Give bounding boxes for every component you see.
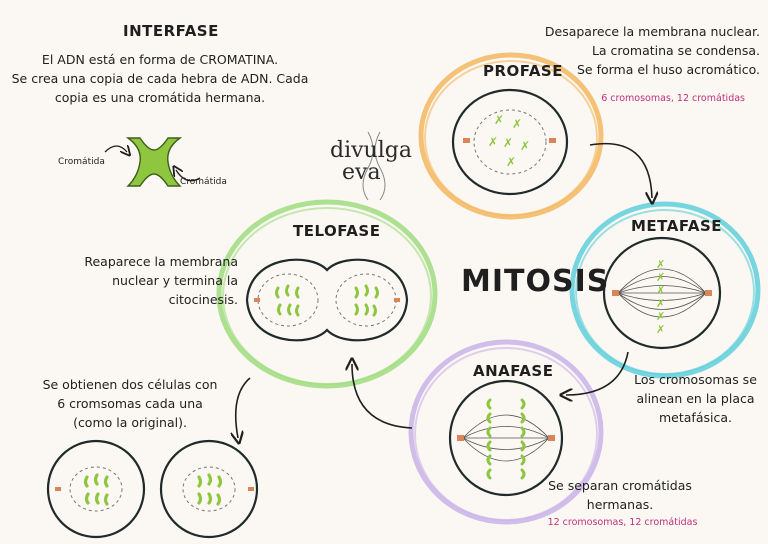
interfase-chromosome: [125, 137, 183, 187]
telofase-title: TELOFASE: [293, 222, 381, 240]
interfase-line: Se crea una copia de cada hebra de ADN. …: [11, 71, 309, 86]
metafase-line: alinean en la placa: [636, 391, 755, 406]
logo-line1: divulga: [330, 138, 412, 163]
logo-line2: eva: [342, 160, 381, 185]
metafase-title: METAFASE: [631, 217, 723, 235]
svg-text:✗: ✗: [506, 155, 516, 169]
label-cromatida-left: Cromátida: [58, 157, 105, 167]
page-title: MITOSIS: [461, 264, 610, 299]
logo: divulga eva: [330, 140, 412, 184]
svg-text:✗: ✗: [656, 323, 665, 336]
profase-cell: ✗ ✗ ✗ ✗ ✗ ✗: [451, 88, 569, 196]
metafase-line: Los cromosomas se: [634, 372, 757, 387]
arrow-anafase-to-telofase: [352, 364, 413, 429]
telofase-line: Reaparece la membrana: [84, 254, 238, 269]
interfase-title: INTERFASE: [123, 22, 219, 40]
telofase-line: citocinesis.: [168, 292, 238, 307]
svg-text:✗: ✗: [656, 284, 665, 297]
svg-text:✗: ✗: [520, 139, 530, 153]
telofase-ring: [216, 199, 438, 389]
interfase-line: copia es una cromátida hermana.: [54, 90, 266, 105]
metafase-description: Los cromosomas se alinean en la placa me…: [628, 370, 763, 427]
metafase-line: metafásica.: [659, 410, 732, 425]
svg-text:✗: ✗: [656, 258, 665, 271]
telofase-cell: [245, 258, 409, 342]
result-description: Se obtienen dos células con 6 cromsomas …: [30, 375, 230, 432]
anafase-description: Se separan cromátidas hermanas.: [545, 476, 695, 514]
svg-text:✗: ✗: [512, 117, 522, 131]
profase-line: Se forma el huso acromático.: [576, 62, 760, 77]
profase-line: La cromatina se condensa.: [591, 43, 760, 58]
result-line: (como la original).: [73, 415, 187, 430]
daughter-cell-left: [46, 439, 146, 539]
anafase-line: Se separan cromátidas: [548, 478, 692, 493]
telofase-description: Reaparece la membrana nuclear y termina …: [70, 252, 238, 309]
label-cromatida-right: Cromátida: [180, 177, 227, 187]
svg-text:✗: ✗: [494, 113, 504, 127]
anafase-count: 12 cromosomas, 12 cromátidas: [547, 517, 698, 528]
metafase-ring: [569, 201, 761, 379]
dna-icon: [362, 131, 386, 201]
svg-text:✗: ✗: [656, 310, 665, 323]
anafase-line: hermanas.: [586, 497, 654, 512]
arrow-metafase-to-anafase: [566, 351, 629, 395]
result-line: Se obtienen dos células con: [42, 377, 218, 392]
arrow-telofase-to-result: [236, 377, 251, 438]
profase-count: 6 cromosomas, 12 cromátidas: [601, 93, 745, 104]
metafase-cell: ✗ ✗ ✗ ✗ ✗ ✗: [602, 236, 722, 350]
anafase-cell: [448, 379, 564, 497]
arrow-profase-to-metafase: [589, 142, 652, 198]
profase-line: Desaparece la membrana nuclear.: [544, 24, 760, 39]
arrow-cromatida-right: [176, 170, 201, 182]
anafase-ring: [408, 339, 604, 525]
result-line: 6 cromsomas cada una: [57, 396, 203, 411]
svg-text:✗: ✗: [503, 136, 513, 150]
profase-title: PROFASE: [483, 62, 563, 80]
arrow-cromatida-left: [104, 146, 127, 152]
svg-text:✗: ✗: [656, 297, 665, 310]
svg-text:✗: ✗: [488, 135, 498, 149]
anafase-title: ANAFASE: [473, 362, 554, 380]
profase-description: Desaparece la membrana nuclear. La croma…: [520, 22, 760, 79]
interfase-description: El ADN está en forma de CROMATINA. Se cr…: [10, 50, 310, 107]
daughter-cell-right: [159, 439, 259, 539]
svg-text:✗: ✗: [656, 271, 665, 284]
telofase-line: nuclear y termina la: [112, 273, 238, 288]
profase-ring: [418, 52, 604, 220]
interfase-line: El ADN está en forma de CROMATINA.: [41, 52, 279, 67]
